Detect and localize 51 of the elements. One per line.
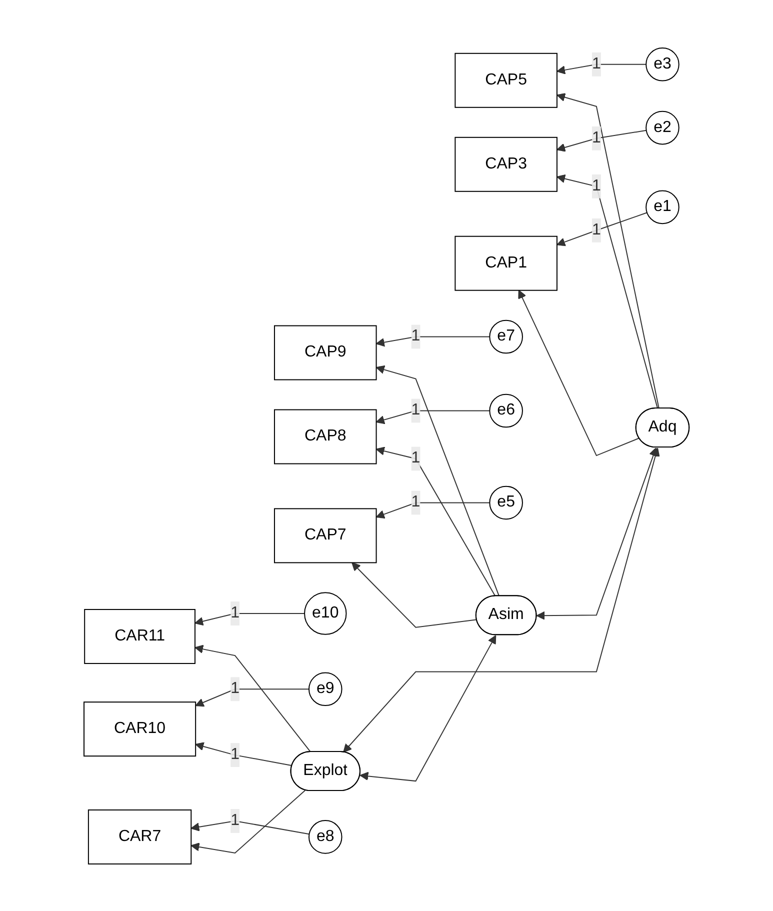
arrow	[556, 92, 660, 409]
edge-label: 1	[230, 604, 240, 622]
node-circle: e2	[646, 110, 680, 144]
arrow	[343, 447, 660, 752]
arrow	[376, 336, 490, 346]
arrow	[376, 364, 500, 596]
arrow	[556, 212, 648, 246]
node-circle: e9	[308, 672, 342, 706]
arrow	[518, 289, 640, 456]
arrow	[360, 634, 496, 782]
arrow	[376, 502, 490, 518]
node-box: CAP7	[274, 508, 377, 563]
node-box: CAP8	[274, 408, 377, 464]
arrow	[194, 644, 312, 752]
node-circle: e3	[646, 47, 680, 81]
node-box: CAP1	[454, 235, 558, 290]
edge-label: 1	[592, 54, 601, 72]
edge-label: 1	[592, 220, 601, 238]
node-box: CAP3	[454, 136, 558, 192]
node-circle: e6	[489, 393, 523, 428]
edge-label: 1	[411, 327, 420, 344]
edge-label: 1	[592, 128, 601, 146]
edge-label: 1	[230, 680, 240, 697]
node-box: CAP9	[274, 324, 377, 380]
arrow	[556, 129, 647, 152]
edge-label: 1	[411, 493, 420, 510]
edge-label: 1	[592, 176, 601, 194]
node-box: CAP5	[454, 52, 558, 108]
arrow	[195, 742, 293, 766]
arrow	[195, 688, 310, 706]
edge-label: 1	[230, 746, 240, 763]
node-box: CAR7	[88, 808, 192, 864]
arrow	[556, 63, 647, 74]
node-circle: e7	[489, 319, 523, 354]
arrow	[190, 789, 306, 853]
arrow	[376, 446, 496, 596]
edge-label: 1	[230, 811, 240, 828]
arrow	[352, 562, 478, 628]
edge-label: 1	[411, 449, 420, 466]
node-box: CAR11	[84, 608, 196, 664]
node-box: CAR10	[83, 701, 196, 756]
node-circle: e1	[646, 190, 680, 224]
node-circle: e10	[304, 592, 347, 634]
edge-label: 1	[411, 401, 420, 418]
arrow	[536, 447, 658, 620]
node-circle: e5	[489, 485, 523, 520]
arrow	[194, 612, 305, 626]
arrow	[556, 174, 658, 409]
arrow	[190, 820, 310, 834]
arrow	[376, 410, 490, 424]
node-circle: e8	[308, 820, 342, 854]
